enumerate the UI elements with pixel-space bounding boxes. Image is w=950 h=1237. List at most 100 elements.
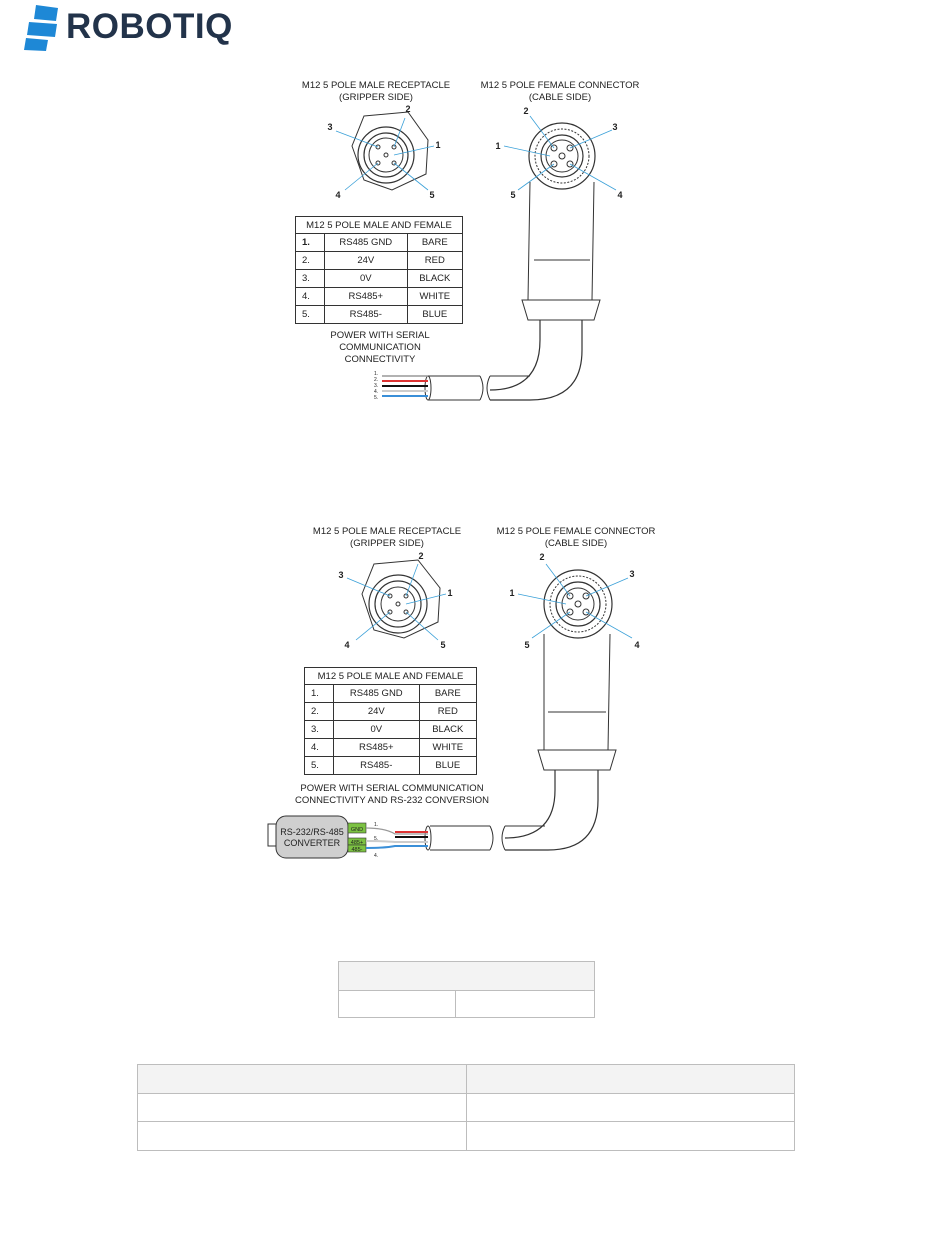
- male-pin-1-label: 1: [435, 140, 440, 150]
- table-row: [338, 990, 595, 1018]
- wire-5-label: 5.: [374, 836, 378, 842]
- empty-table-small: [338, 961, 595, 1018]
- row-number: 4.: [304, 738, 334, 757]
- converter-label-line-1: RS-232/RS-485: [280, 827, 344, 837]
- caption-line-2: CONNECTIVITY AND RS-232 CONVERSION: [294, 795, 490, 806]
- table-cell: [466, 1121, 795, 1151]
- row-signal: RS485 GND: [324, 233, 408, 252]
- wire-5-label: 5.: [374, 395, 378, 401]
- row-wire-color: BLUE: [418, 756, 478, 775]
- diagram-caption: POWER WITH SERIAL COMMUNICATION CONNECTI…: [290, 330, 470, 366]
- male-pin-2-label: 2: [405, 104, 410, 114]
- caption-line-2: CONNECTIVITY: [344, 354, 416, 365]
- row-number: 3.: [304, 720, 334, 739]
- wire-4-label: 4.: [374, 389, 378, 395]
- row-signal: 0V: [333, 720, 420, 739]
- table-header-cell: [338, 961, 595, 991]
- row-wire-color: RED: [418, 702, 478, 721]
- male-receptacle-title: M12 5 POLE MALE RECEPTACLE: [302, 80, 450, 91]
- table-cell: [466, 1093, 795, 1122]
- cable-drawing: 1. 5. 4.: [365, 822, 545, 859]
- wiring-diagram-serial: M12 5 POLE MALE RECEPTACLE (GRIPPER SIDE…: [0, 0, 950, 420]
- female-pin-1-label: 1: [495, 141, 500, 151]
- male-pin-3-label: 3: [338, 570, 343, 580]
- diagram-caption: POWER WITH SERIAL COMMUNICATION CONNECTI…: [292, 783, 492, 807]
- row-signal: RS485+: [324, 287, 408, 306]
- caption-line-1: POWER WITH SERIAL COMMUNICATION: [300, 783, 484, 794]
- wire-1-label: 1.: [374, 822, 378, 828]
- row-signal: 24V: [333, 702, 420, 721]
- wiring-diagram-rs232: M12 5 POLE MALE RECEPTACLE (GRIPPER SIDE…: [0, 440, 950, 870]
- caption-line-1: POWER WITH SERIAL COMMUNICATION: [330, 330, 430, 353]
- female-connector-subtitle: (CABLE SIDE): [545, 538, 607, 549]
- row-wire-color: BARE: [418, 684, 478, 703]
- terminal-485p-label: 485+: [351, 840, 363, 846]
- row-wire-color: BLUE: [406, 305, 464, 324]
- table-header-cell: [466, 1064, 795, 1094]
- row-wire-color: WHITE: [406, 287, 464, 306]
- table-cell: [338, 990, 456, 1018]
- row-signal: 0V: [324, 269, 408, 288]
- female-pin-4-label: 4: [617, 190, 622, 200]
- row-number: 2.: [304, 702, 334, 721]
- table-row: 5.RS485-BLUE: [304, 756, 478, 775]
- row-signal: RS485+: [333, 738, 420, 757]
- table-cell: [137, 1121, 467, 1151]
- table-row: 4.RS485+WHITE: [304, 738, 478, 757]
- row-wire-color: RED: [406, 251, 464, 270]
- row-number: 1.: [295, 233, 325, 252]
- female-pin-2-label: 2: [523, 106, 528, 116]
- row-number: 5.: [304, 756, 334, 775]
- converter-drawing: RS-232/RS-485 CONVERTER GND 485+ 485-: [267, 815, 367, 859]
- row-wire-color: WHITE: [418, 738, 478, 757]
- terminal-485m-label: 485-: [351, 847, 362, 853]
- robotiq-logo-text: ROBOTIQ: [66, 7, 233, 46]
- female-pin-4-label: 4: [634, 640, 639, 650]
- male-pin-3-label: 3: [327, 122, 332, 132]
- wire-2-label: 2.: [374, 377, 378, 383]
- male-pin-5-label: 5: [440, 640, 445, 650]
- row-wire-color: BLACK: [418, 720, 478, 739]
- table-row: 4.RS485+WHITE: [295, 287, 464, 306]
- female-connector-title: M12 5 POLE FEMALE CONNECTOR: [481, 80, 640, 91]
- row-wire-color: BARE: [406, 233, 464, 252]
- female-connector-drawing: 2 3 1 5 4: [504, 552, 640, 851]
- pinout-table-title: M12 5 POLE MALE AND FEMALE: [304, 667, 477, 685]
- male-pin-5-label: 5: [429, 190, 434, 200]
- table-row: 5.RS485-BLUE: [295, 305, 464, 324]
- male-pin-4-label: 4: [335, 190, 340, 200]
- robotiq-logo-icon: [24, 5, 58, 51]
- row-number: 2.: [295, 251, 325, 270]
- cable-drawing: 1. 2. 3. 4. 5.: [374, 371, 530, 401]
- female-connector-drawing: 2 3 1 5 4: [489, 106, 623, 401]
- table-header-row: [338, 961, 595, 991]
- female-pin-3-label: 3: [629, 569, 634, 579]
- wire-3-label: 3.: [374, 383, 378, 389]
- wire-1-label: 1.: [374, 371, 378, 377]
- male-receptacle-subtitle: (GRIPPER SIDE): [339, 92, 413, 103]
- table-row: [137, 1121, 795, 1151]
- male-receptacle-drawing: 2 3 1 4 5: [327, 104, 440, 200]
- male-pin-2-label: 2: [418, 551, 423, 561]
- robotiq-logo: ROBOTIQ: [24, 4, 234, 52]
- table-cell: [455, 990, 595, 1018]
- pinout-table-title: M12 5 POLE MALE AND FEMALE: [295, 216, 463, 234]
- row-number: 4.: [295, 287, 325, 306]
- row-number: 5.: [295, 305, 325, 324]
- male-receptacle-title: M12 5 POLE MALE RECEPTACLE: [313, 526, 461, 537]
- female-pin-5-label: 5: [510, 190, 515, 200]
- female-pin-5-label: 5: [524, 640, 529, 650]
- table-header-cell: [137, 1064, 467, 1094]
- row-signal: 24V: [324, 251, 408, 270]
- row-signal: RS485-: [333, 756, 420, 775]
- male-receptacle-drawing: 2 3 1 4 5: [338, 551, 452, 650]
- female-pin-3-label: 3: [612, 122, 617, 132]
- female-pin-1-label: 1: [509, 588, 514, 598]
